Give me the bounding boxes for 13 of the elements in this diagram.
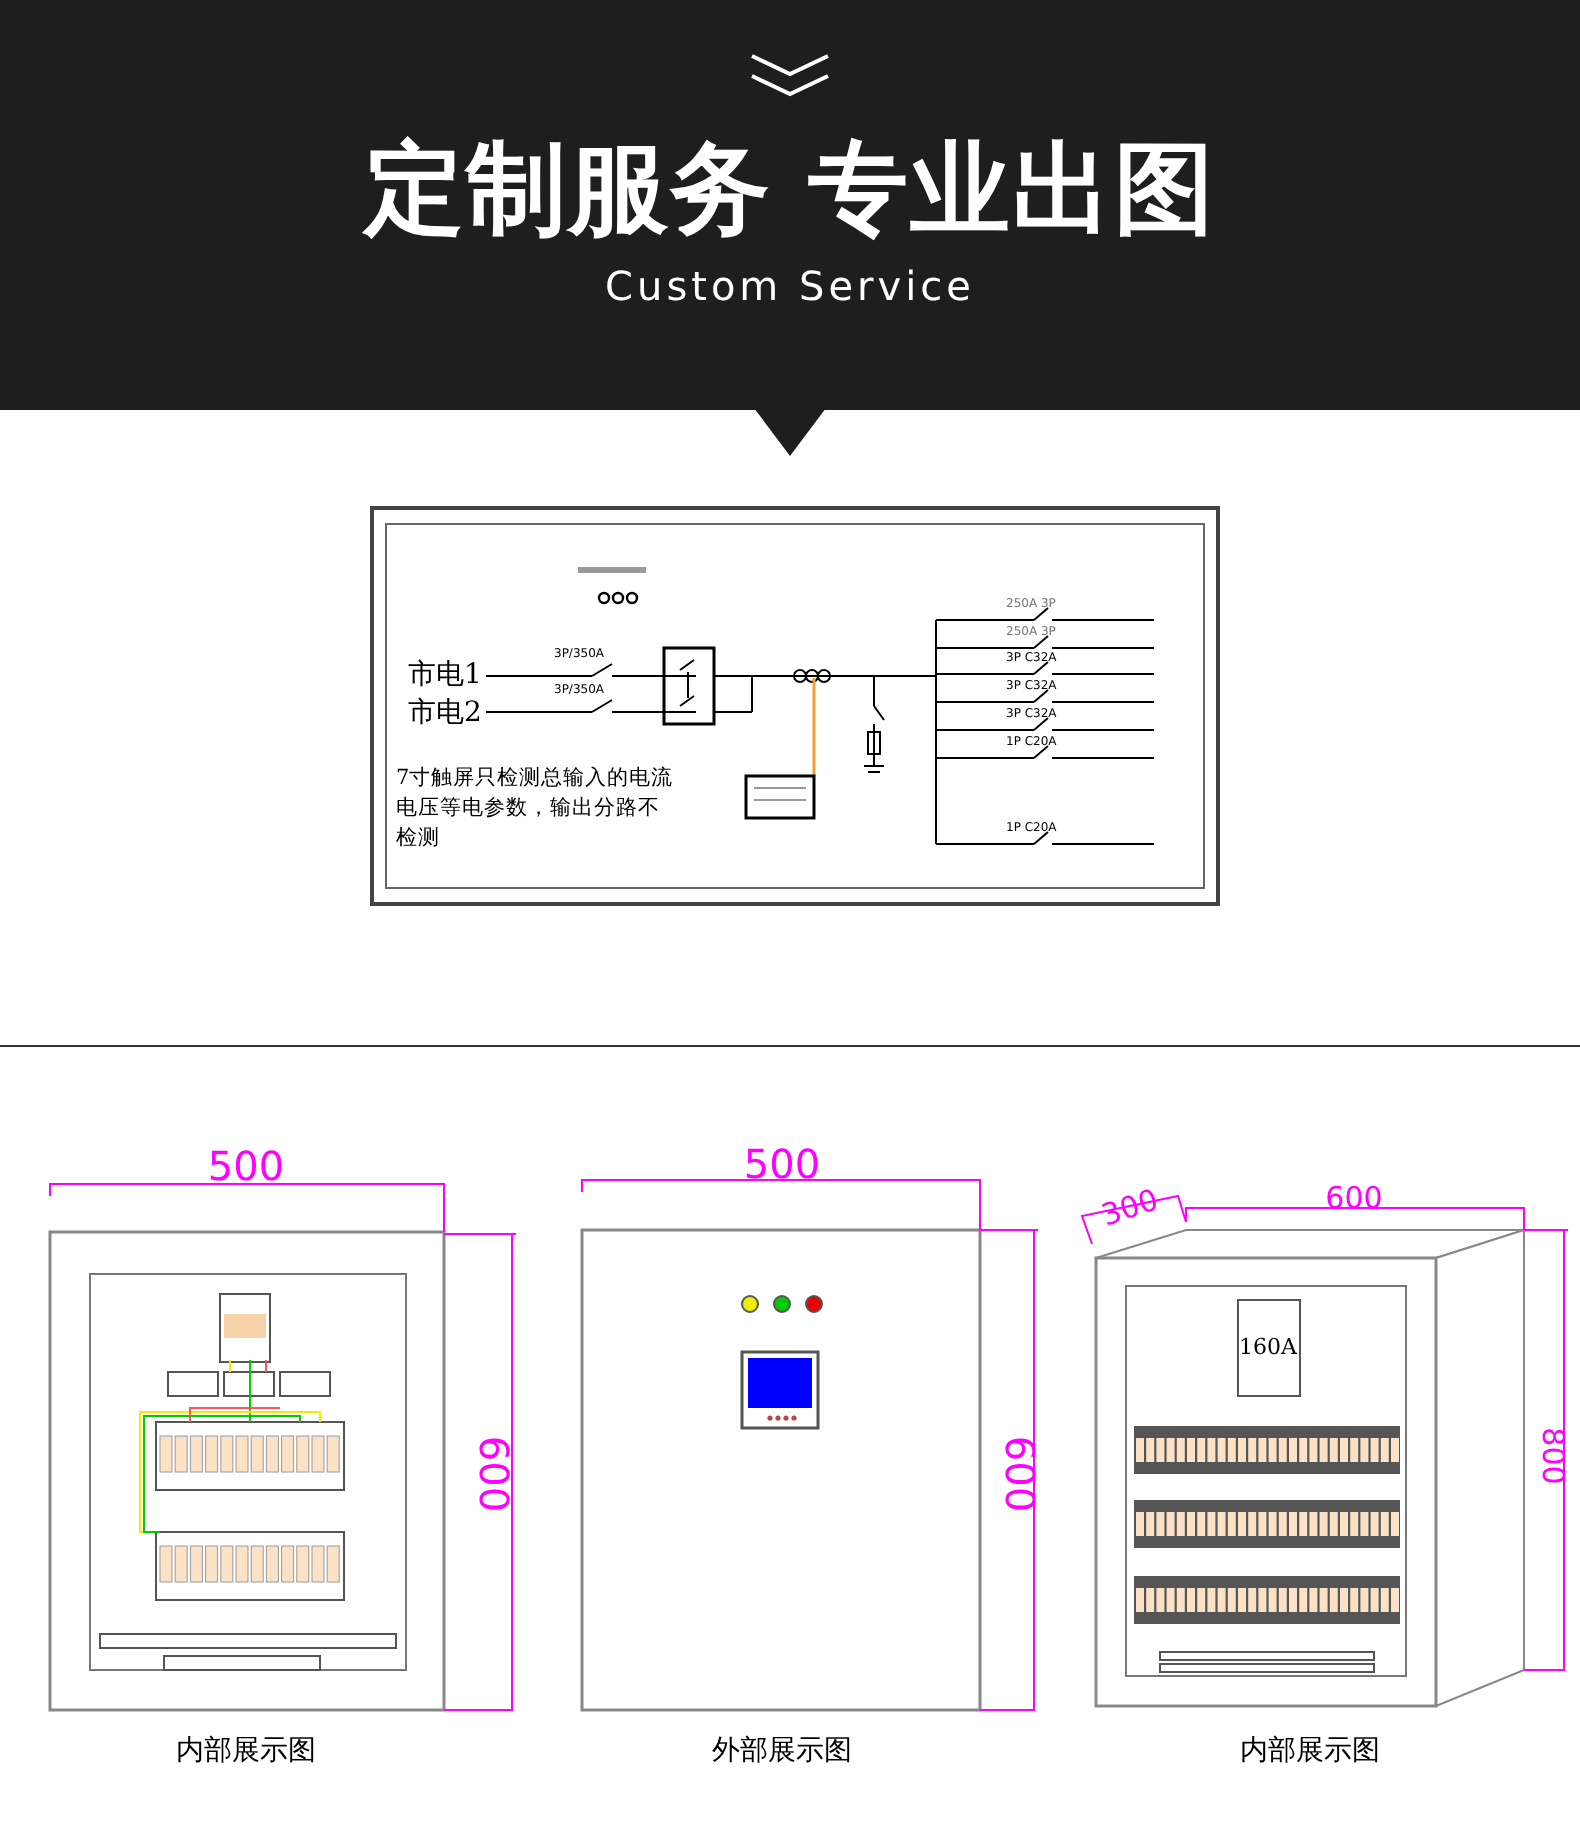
view-caption: 内部展示图 xyxy=(176,1736,316,1768)
dimension-value: 300 xyxy=(1097,1183,1163,1233)
rating-label: 160A xyxy=(1239,1335,1297,1361)
note-text: 7寸触屏只检测总输入的电流电压等电参数，输出分路不检测 xyxy=(396,764,676,855)
dimension-value: 500 xyxy=(207,1144,285,1188)
input-label: 市电2 xyxy=(408,698,482,730)
view-caption: 内部展示图 xyxy=(1240,1736,1380,1768)
input-label: 市电1 xyxy=(408,660,482,692)
dimension-value: 500 xyxy=(743,1142,821,1186)
page-title: 定制服务 专业出图 xyxy=(363,135,1217,245)
dimension-value: 600 xyxy=(472,1435,516,1513)
subtitle: Custom Service xyxy=(605,264,975,308)
view-caption: 外部展示图 xyxy=(712,1736,852,1768)
